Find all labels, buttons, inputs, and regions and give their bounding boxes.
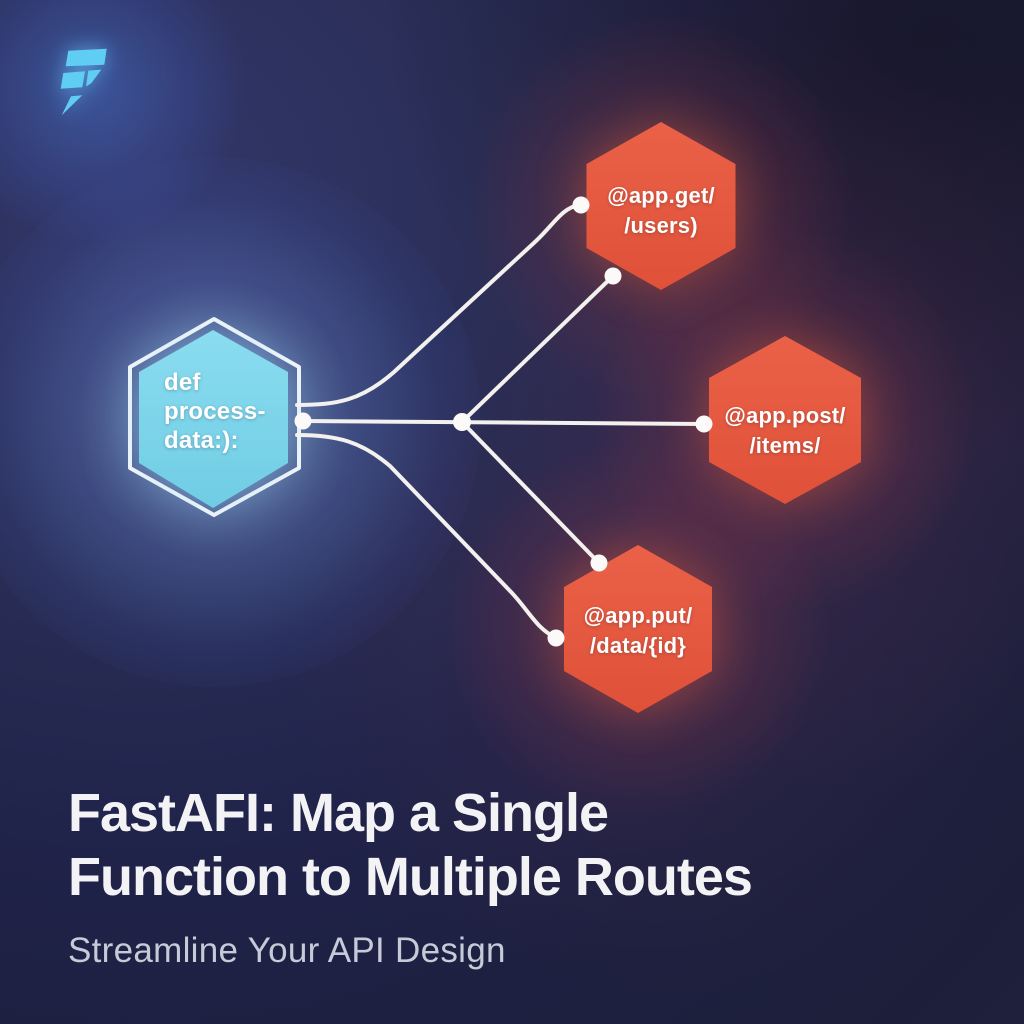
route-get-label-line-2: /users): [624, 213, 698, 238]
route-put-hexagon: [564, 545, 712, 713]
route-put-label-line-1: @app.put/: [583, 603, 693, 628]
poster-title-line-1: FastAFI: Map a Single: [68, 783, 609, 843]
route-post-label: @app.post/ /items/: [709, 401, 861, 461]
connector-curve-to-get: [295, 203, 581, 407]
poster-footer: FastAFI: Map a Single Function to Multip…: [68, 781, 753, 971]
source-node-outline: [128, 317, 301, 517]
route-put-label-line-2: /data/{id}: [589, 633, 687, 658]
connector-branch-down: [460, 420, 601, 565]
source-label-line-2: process-: [164, 398, 266, 425]
connector-branch-up: [460, 274, 615, 424]
dot-junction: [453, 413, 471, 431]
dot-get-lower: [604, 267, 622, 285]
route-post-label-line-1: @app.post/: [724, 403, 846, 428]
connector-main-line: [301, 419, 706, 426]
source-label-line-1: def: [164, 369, 201, 396]
brand-logo: [56, 44, 116, 120]
logo-mid-right-blade: [86, 69, 102, 87]
poster-subtitle: Streamline Your API Design: [68, 931, 506, 970]
source-node-label: def process- data:):: [164, 368, 266, 455]
source-label-line-3: data:):: [164, 427, 239, 454]
route-get-hexagon: [586, 122, 736, 290]
dot-get-upper: [572, 196, 590, 214]
source-node-hexagon: [139, 330, 288, 508]
dot-put-lower: [547, 629, 565, 647]
route-post-hexagon: [709, 336, 861, 504]
logo-bottom-blade: [61, 95, 83, 116]
route-post-label-line-2: /items/: [749, 433, 821, 458]
logo-mid-left-bar: [60, 71, 85, 89]
route-get-label-line-1: @app.get/: [607, 183, 715, 208]
connector-curve-to-put: [295, 433, 557, 639]
dot-source-edge: [294, 412, 312, 430]
route-get-label: @app.get/ /users): [586, 181, 736, 241]
poster-title-line-2: Function to Multiple Routes: [68, 847, 753, 907]
route-put-label: @app.put/ /data/{id}: [564, 601, 712, 661]
lightning-f-logo: [60, 48, 107, 116]
poster-title: FastAFI: Map a Single Function to Multip…: [68, 781, 753, 909]
dot-post-edge: [695, 415, 713, 433]
dot-put-upper: [590, 554, 608, 572]
logo-top-bar: [65, 48, 107, 67]
